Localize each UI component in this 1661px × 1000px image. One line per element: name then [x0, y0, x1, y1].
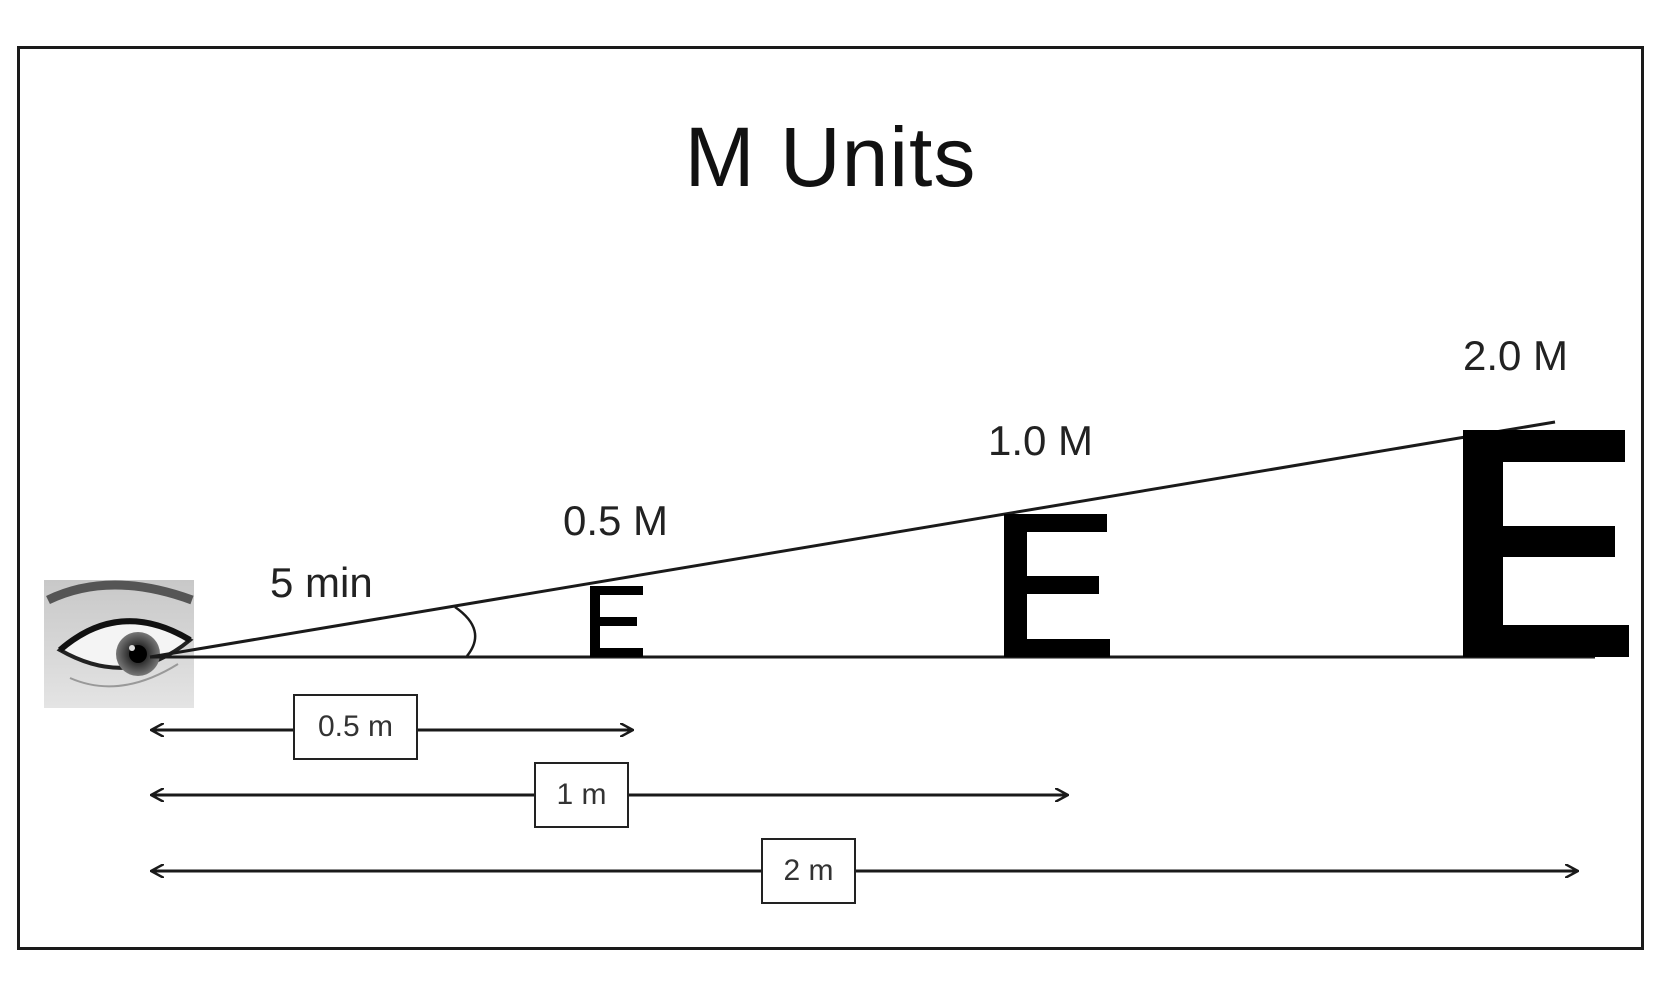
distance-label-2m: 2 m: [761, 838, 856, 904]
size-label-20m: 2.0 M: [1463, 332, 1569, 379]
letter-e-20m: [1463, 430, 1629, 657]
eye-icon: [44, 580, 194, 708]
diagram-title: M Units: [684, 110, 977, 204]
angle-label: 5 min: [270, 559, 373, 606]
size-label-10m: 1.0 M: [988, 417, 1094, 464]
size-label-05m: 0.5 M: [563, 497, 669, 544]
angle-arc: [454, 605, 477, 657]
letter-e-05m: [590, 586, 643, 657]
sight-line: [149, 420, 1556, 659]
letter-e-10m: [1004, 514, 1110, 657]
distance-label-1m: 1 m: [534, 762, 629, 828]
distance-label-05m: 0.5 m: [293, 694, 418, 760]
